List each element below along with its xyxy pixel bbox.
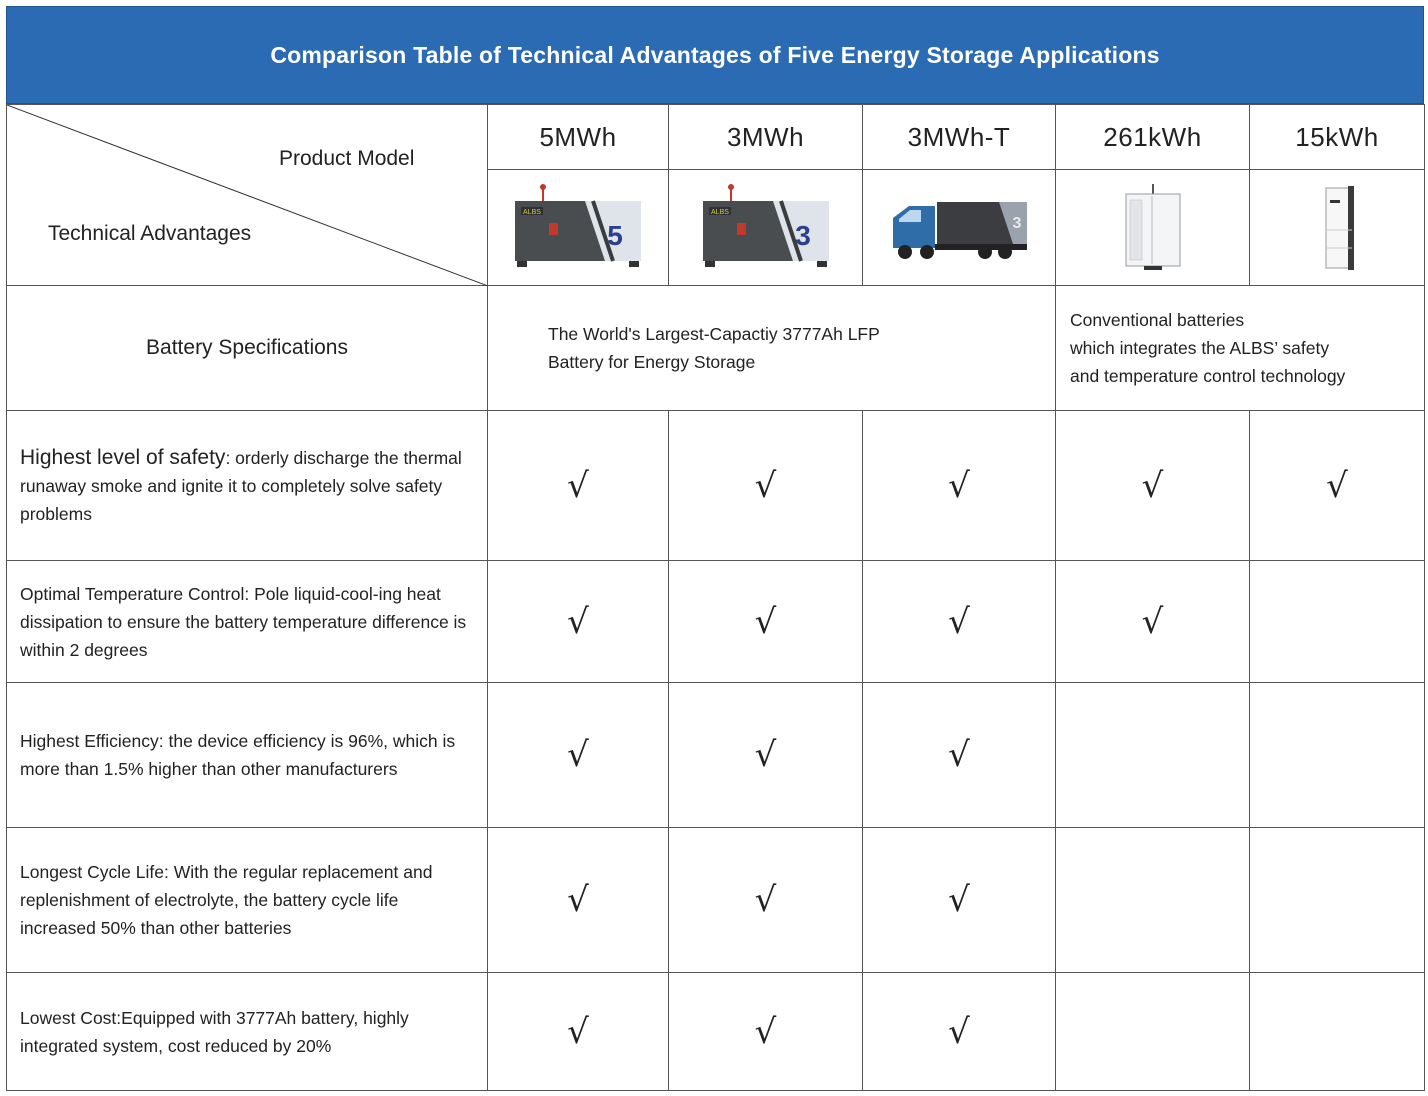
battery-specifications-label: Battery Specifications — [6, 285, 488, 411]
container-number: 5 — [607, 220, 623, 251]
model-header: 3MWh — [668, 104, 863, 170]
advantage-row: Lowest Cost:Equipped with 3777Ah battery… — [6, 972, 1425, 1091]
truck-3mwh-t-image: 3 — [893, 201, 1027, 259]
spec-line: The World's Largest-Capactiy 3777Ah LFP — [548, 324, 880, 344]
check-cell — [1055, 972, 1250, 1091]
advantage-row: Longest Cycle Life: With the regular rep… — [6, 827, 1425, 973]
spec-line: Battery for Energy Storage — [548, 352, 756, 372]
battery-spec-group-b: Conventional batteries which integrates … — [1055, 285, 1425, 411]
advantage-description: Lowest Cost:Equipped with 3777Ah battery… — [6, 972, 488, 1091]
container-number: 3 — [795, 220, 811, 251]
check-cell — [1249, 560, 1425, 683]
check-cell: √ — [487, 827, 669, 973]
check-cell — [1055, 682, 1250, 828]
model-header: 5MWh — [487, 104, 669, 170]
wall-battery-15kwh-image — [1325, 185, 1354, 270]
container-3mwh-image: ALBS 3 — [702, 183, 829, 267]
battery-spec-group-a: The World's Largest-Capactiy 3777Ah LFP … — [487, 285, 1056, 411]
check-cell: √ — [1249, 410, 1425, 561]
advantage-title: Highest level of safety — [20, 445, 226, 469]
model-header: 261kWh — [1055, 104, 1250, 170]
advantage-description: Optimal Temperature Control: Pole liquid… — [6, 560, 488, 683]
comparison-table: Product Model Technical Advantages 5MWh … — [6, 104, 1425, 1091]
check-cell: √ — [862, 410, 1056, 561]
check-cell — [1055, 827, 1250, 973]
cabinet-261kwh-image — [1125, 183, 1180, 270]
spec-line: Conventional batteries — [1070, 310, 1245, 330]
check-cell: √ — [487, 972, 669, 1091]
diagonal-divider — [7, 105, 488, 286]
check-cell: √ — [862, 560, 1056, 683]
check-cell: √ — [487, 560, 669, 683]
container-5mwh-image: ALBS 5 — [515, 183, 641, 267]
product-model-label: Product Model — [279, 147, 415, 170]
title-banner: Comparison Table of Technical Advantages… — [6, 6, 1424, 104]
check-cell — [1249, 972, 1425, 1091]
advantage-row: Highest level of safety: orderly dischar… — [6, 410, 1425, 561]
advantage-body: : orderly discharge the thermal runaway … — [20, 447, 462, 524]
spec-line: which integrates the ALBS’ safety — [1070, 338, 1330, 358]
check-cell: √ — [487, 682, 669, 828]
check-cell: √ — [862, 972, 1056, 1091]
advantage-description: Longest Cycle Life: With the regular rep… — [6, 827, 488, 973]
product-image-5mwh: ALBS 5 — [487, 169, 669, 286]
brand-mark-text: ALBS — [523, 209, 541, 216]
product-image-15kwh — [1249, 169, 1425, 286]
check-cell: √ — [668, 972, 863, 1091]
product-image-3mwh: ALBS 3 — [668, 169, 863, 286]
page-title: Comparison Table of Technical Advantages… — [270, 41, 1160, 68]
check-cell: √ — [668, 410, 863, 561]
check-cell: √ — [668, 827, 863, 973]
check-cell: √ — [862, 827, 1056, 973]
truck-number: 3 — [1013, 215, 1022, 232]
check-cell: √ — [668, 560, 863, 683]
product-image-3mwh-t: 3 — [862, 169, 1056, 286]
product-image-261kwh — [1055, 169, 1250, 286]
advantage-description: Highest Efficiency: the device efficienc… — [6, 682, 488, 828]
check-cell: √ — [487, 410, 669, 561]
check-cell — [1249, 682, 1425, 828]
header-corner-cell: Product Model Technical Advantages — [6, 104, 488, 286]
check-cell: √ — [1055, 410, 1250, 561]
check-cell: √ — [1055, 560, 1250, 683]
advantage-description: Highest level of safety: orderly dischar… — [6, 410, 488, 561]
check-cell: √ — [862, 682, 1056, 828]
model-header: 3MWh-T — [862, 104, 1056, 170]
spec-line: and temperature control technology — [1070, 366, 1346, 386]
check-cell — [1249, 827, 1425, 973]
advantage-row: Optimal Temperature Control: Pole liquid… — [6, 560, 1425, 683]
brand-mark-text: ALBS — [711, 209, 729, 216]
comparison-page: Comparison Table of Technical Advantages… — [6, 6, 1425, 1092]
model-header: 15kWh — [1249, 104, 1425, 170]
check-cell: √ — [668, 682, 863, 828]
technical-advantages-label: Technical Advantages — [48, 222, 252, 245]
advantage-row: Highest Efficiency: the device efficienc… — [6, 682, 1425, 828]
